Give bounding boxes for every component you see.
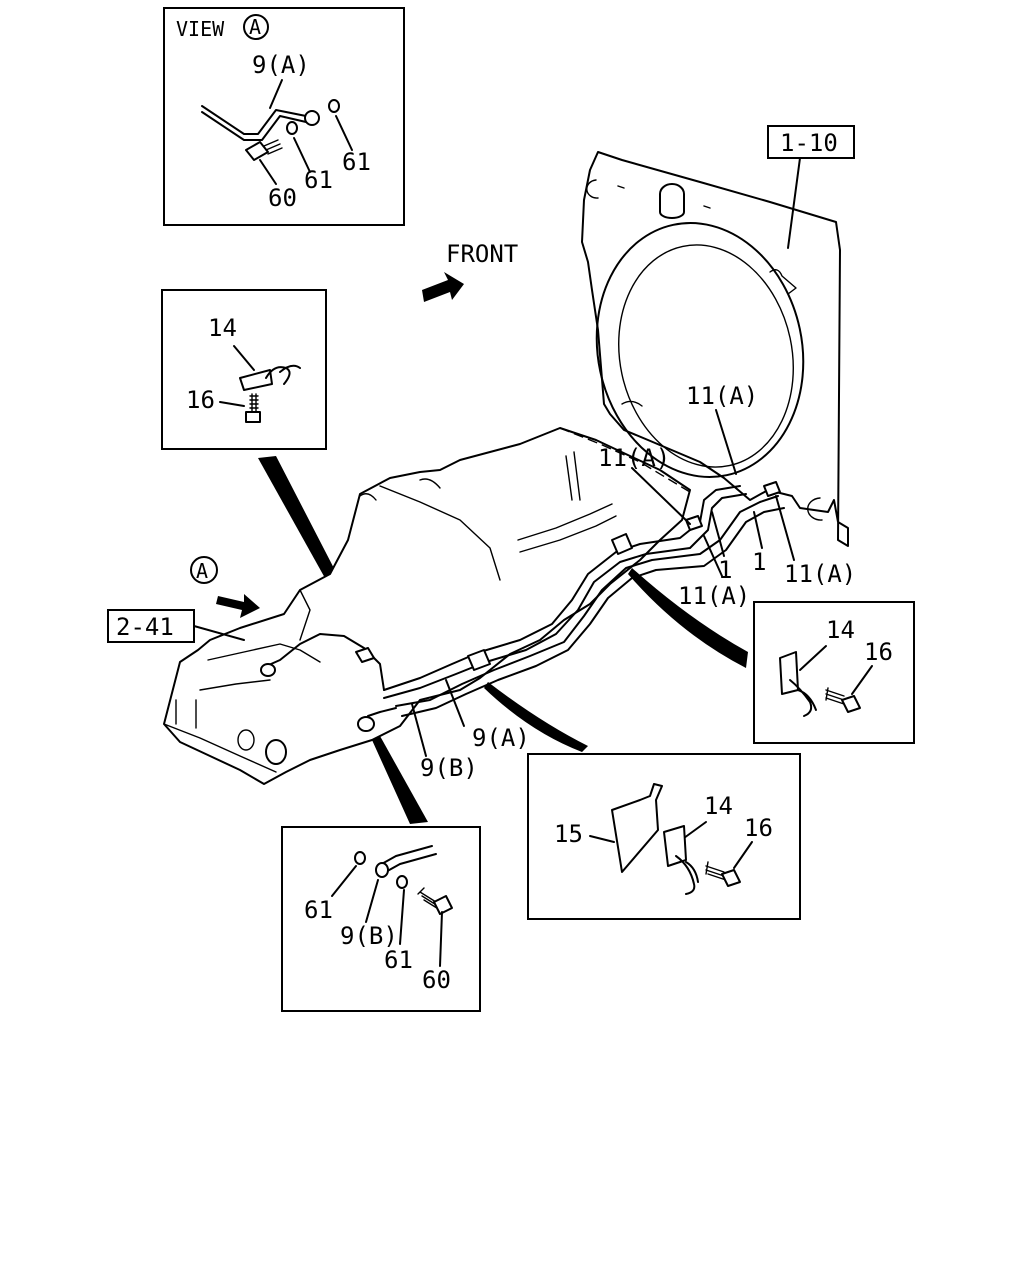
front-arrow-icon xyxy=(422,272,464,302)
view-a-marker: A xyxy=(190,556,260,618)
inset-view-a-title-letter: A xyxy=(249,15,261,39)
inset-view-a-label-9a: 9(A) xyxy=(252,51,310,79)
label-9a-main: 9(A) xyxy=(472,724,530,752)
label-11a-mid: 11(A) xyxy=(598,444,670,472)
inset-view-a-label-60: 60 xyxy=(268,184,297,212)
inset-clip-right: 14 16 xyxy=(753,601,915,744)
inset-view-a-label-61-right: 61 xyxy=(342,148,371,176)
inset-bracket-bottom: 15 14 16 xyxy=(527,753,801,920)
ref-box-1-10: 1-10 xyxy=(767,125,855,159)
label-9b-main: 9(B) xyxy=(420,754,478,782)
inset-clip-right-label-14: 14 xyxy=(826,616,855,644)
label-11a-right: 11(A) xyxy=(784,560,856,588)
view-a-marker-letter: A xyxy=(196,559,208,583)
inset-leader-clip-bottom xyxy=(484,682,588,752)
inset-view-a-title: VIEW xyxy=(176,17,225,41)
inset-clip-top-left: 14 16 xyxy=(161,289,327,450)
svg-text:2-41: 2-41 xyxy=(116,613,174,641)
radiator-fan-shroud xyxy=(581,151,849,547)
inset-hose-label-61-b: 61 xyxy=(384,946,413,974)
inset-hose-label-61-a: 61 xyxy=(304,896,333,924)
inset-clip-right-label-16: 16 xyxy=(864,638,893,666)
label-11a-low: 11(A) xyxy=(678,582,750,610)
svg-text:1-10: 1-10 xyxy=(780,129,838,157)
inset-bracket-label-15: 15 xyxy=(554,820,583,848)
view-a-direction-arrow-icon xyxy=(216,594,260,618)
inset-hose-end-fitting: 61 9(B) 61 60 xyxy=(281,826,481,1012)
inset-hose-label-60: 60 xyxy=(422,966,451,994)
ref-box-2-41: 2-41 xyxy=(107,609,195,643)
inset-bracket-label-16: 16 xyxy=(744,814,773,842)
inset-leader-hose-end xyxy=(372,736,428,824)
inset-bracket-label-14: 14 xyxy=(704,792,733,820)
oil-cooler-lines xyxy=(260,481,785,732)
label-1-left: 1 xyxy=(718,556,732,584)
inset-leader-clip-right xyxy=(628,568,748,668)
label-11a-top: 11(A) xyxy=(686,382,758,410)
inset-clip-top-left-label-16: 16 xyxy=(186,386,215,414)
inset-view-a: VIEW A 9(A) 61 61 60 xyxy=(163,7,405,226)
inset-hose-label-9b: 9(B) xyxy=(340,922,398,950)
inset-clip-top-left-label-14: 14 xyxy=(208,314,237,342)
label-1-right: 1 xyxy=(752,548,766,576)
inset-view-a-label-61-left: 61 xyxy=(304,166,333,194)
front-label: FRONT xyxy=(446,240,518,268)
